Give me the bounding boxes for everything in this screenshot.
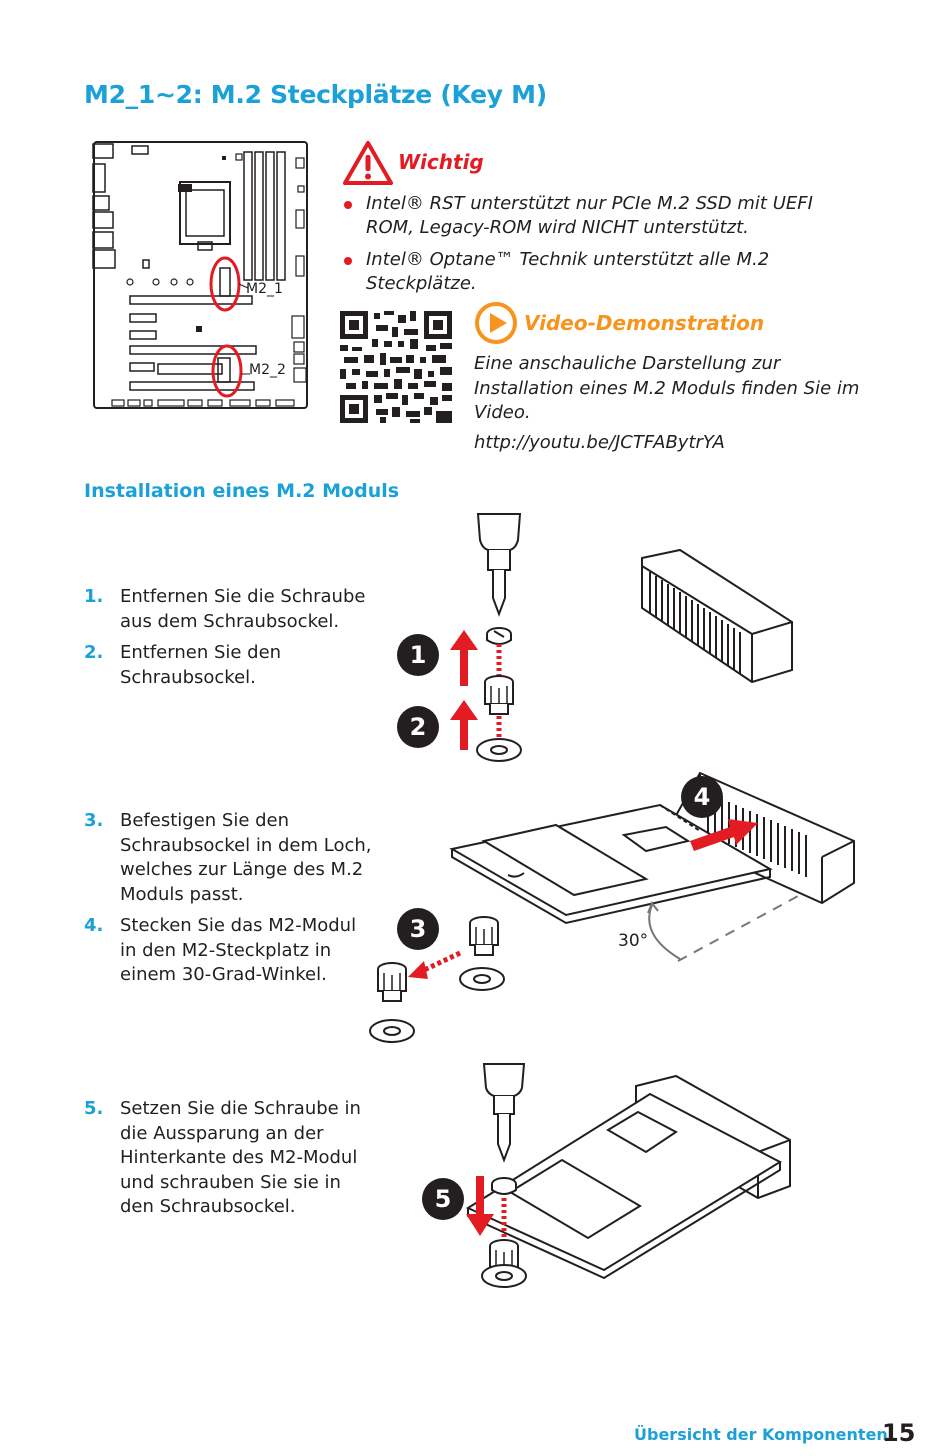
illustration-fasten-screw <box>465 1063 791 1288</box>
motherboard-diagram <box>92 141 308 409</box>
bullet-icon <box>344 201 352 209</box>
m2-1-highlight <box>209 256 241 312</box>
warning-triangle-icon <box>343 141 393 185</box>
note-item: Intel® Optane™ Technik unterstützt alle … <box>344 248 844 296</box>
note-item: Intel® RST unterstützt nur PCIe M.2 SSD … <box>344 192 844 240</box>
callout-badge: 2 <box>397 706 439 748</box>
steps-group-1: 1. Entfernen Sie die Schraube aus dem Sch… <box>84 585 374 697</box>
illustration-remove-screw <box>450 513 793 762</box>
important-notes: Intel® RST unterstützt nur PCIe M.2 SSD … <box>344 192 844 304</box>
note-text: Intel® RST unterstützt nur PCIe M.2 SSD … <box>366 193 813 238</box>
callout-badge: 1 <box>397 634 439 676</box>
qr-code[interactable] <box>340 311 452 423</box>
step-number: 5. <box>84 1098 104 1119</box>
section-heading: Installation eines M.2 Moduls <box>84 480 400 502</box>
step-text: Befestigen Sie den Schraubsockel in dem … <box>120 810 372 905</box>
m2-2-highlight <box>211 344 243 398</box>
video-title: Video-Demonstration <box>524 311 765 335</box>
note-text: Intel® Optane™ Technik unterstützt alle … <box>366 249 770 294</box>
page-number: 15 <box>882 1419 916 1447</box>
bullet-icon <box>344 257 352 265</box>
m2-2-label: M2_2 <box>249 362 286 378</box>
step-text: Stecken Sie das M2-Modul in den M2-Steck… <box>120 915 357 985</box>
steps-group-2: 3. Befestigen Sie den Schraubsockel in de… <box>84 809 374 995</box>
play-icon[interactable] <box>474 301 518 345</box>
video-link[interactable]: http://youtu.be/JCTFABytrYA <box>474 432 725 453</box>
steps-group-3: 5. Setzen Sie die Schraube in die Ausspar… <box>84 1097 374 1227</box>
angle-label: 30° <box>618 931 649 951</box>
page-title: M2_1~2: M.2 Steckplätze (Key M) <box>84 80 547 109</box>
step-item: 4. Stecken Sie das M2-Modul in den M2-Ste… <box>84 914 374 988</box>
step-number: 2. <box>84 642 104 663</box>
callout-badge: 5 <box>422 1178 464 1220</box>
illustration-insert-module <box>369 771 855 1043</box>
step-text: Entfernen Sie die Schraube aus dem Schra… <box>120 586 366 632</box>
step-text: Entfernen Sie den Schraubsockel. <box>120 642 282 688</box>
step-item: 5. Setzen Sie die Schraube in die Ausspar… <box>84 1097 374 1220</box>
step-item: 1. Entfernen Sie die Schraube aus dem Sch… <box>84 585 374 634</box>
footer-section: Übersicht der Komponenten <box>634 1425 888 1444</box>
step-item: 2. Entfernen Sie den Schraubsockel. <box>84 641 374 690</box>
callout-badge: 4 <box>681 776 723 818</box>
step-number: 4. <box>84 915 104 936</box>
step-number: 3. <box>84 810 104 831</box>
video-description: Eine anschauliche Darstellung zur Instal… <box>474 353 860 423</box>
step-number: 1. <box>84 586 104 607</box>
step-item: 3. Befestigen Sie den Schraubsockel in de… <box>84 809 374 907</box>
important-title: Wichtig <box>398 150 484 174</box>
m2-1-label: M2_1 <box>246 281 283 297</box>
callout-badge: 3 <box>397 908 439 950</box>
step-text: Setzen Sie die Schraube in die Aussparun… <box>120 1098 361 1217</box>
